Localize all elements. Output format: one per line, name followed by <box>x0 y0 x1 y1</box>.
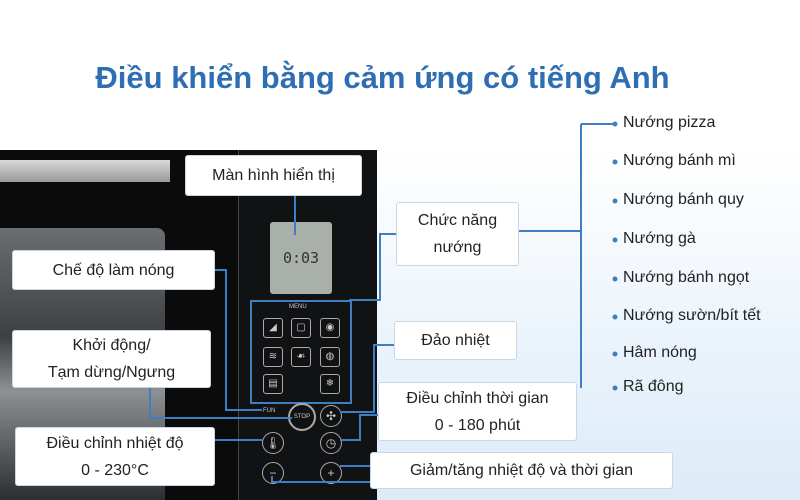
oven-handle <box>0 160 170 182</box>
function-item: Nướng pizza <box>623 114 716 131</box>
function-item: Nướng bánh ngọt <box>623 269 750 286</box>
defrost-button-icon[interactable]: ❄ <box>320 374 340 394</box>
line-heating-mode <box>215 269 262 411</box>
chicken-button-icon[interactable]: ☙ <box>291 347 311 367</box>
label-time-line2: 0 - 180 phút <box>434 416 521 434</box>
line-time <box>340 414 378 441</box>
function-item: Nướng sườn/bít tết <box>623 307 761 324</box>
label-start-line1: Khởi động/ <box>72 337 151 354</box>
steak-button-icon[interactable]: ◍ <box>320 347 340 367</box>
label-temp-line1: Điều chỉnh nhiệt độ <box>46 434 184 452</box>
pizza-button-icon[interactable]: ◢ <box>263 318 283 338</box>
label-heating-mode: Chế độ làm nóng <box>12 250 215 290</box>
cake-button-icon[interactable]: ≋ <box>263 347 283 367</box>
line-minus <box>271 476 370 483</box>
bread-button-icon[interactable]: ▢ <box>291 318 311 338</box>
label-function-line1: Chức năng <box>417 212 498 229</box>
function-item: Hâm nóng <box>623 344 697 361</box>
label-time: Điều chỉnh thời gian 0 - 180 phút <box>378 382 577 441</box>
plus-icon[interactable]: + <box>320 462 342 484</box>
fun-label: FUN <box>263 408 276 414</box>
label-display: Màn hình hiển thị <box>185 155 362 196</box>
label-temperature: Điều chỉnh nhiệt độ 0 - 230°C <box>15 427 215 486</box>
label-plus-minus-text: Giảm/tăng nhiệt độ và thời gian <box>409 462 634 479</box>
line-convection <box>340 344 394 413</box>
label-plus-minus: Giảm/tăng nhiệt độ và thời gian <box>370 452 673 489</box>
label-function: Chức năng nướng <box>396 202 519 266</box>
function-item: Nướng bánh mì <box>623 152 736 169</box>
label-display-text: Màn hình hiển thị <box>212 167 335 184</box>
minus-icon[interactable]: − <box>262 462 284 484</box>
lcd-display: 0:03 <box>270 222 332 294</box>
cookie-button-icon[interactable]: ◉ <box>320 318 340 338</box>
reheat-button-icon[interactable]: ▤ <box>263 374 283 394</box>
label-temp-line2: 0 - 230°C <box>81 461 149 479</box>
function-item: Nướng gà <box>623 230 696 247</box>
convection-fan-icon[interactable]: ✣ <box>320 405 342 427</box>
line-start <box>149 388 292 419</box>
function-item: Nướng bánh quy <box>623 191 744 208</box>
label-time-line1: Điều chỉnh thời gian <box>406 389 549 407</box>
control-panel <box>238 150 377 500</box>
label-convection-text: Đảo nhiệt <box>421 332 490 349</box>
thermometer-icon[interactable]: 🌡 <box>262 432 284 454</box>
line-function <box>349 233 396 301</box>
label-function-line2: nướng <box>433 239 482 256</box>
function-item: Rã đông <box>623 378 684 395</box>
label-start-stop: Khởi động/Tạm dừng/Ngưng <box>12 330 211 388</box>
page-title: Điều khiển bằng cảm ứng có tiếng Anh <box>95 60 670 95</box>
clock-icon[interactable]: ◷ <box>320 432 342 454</box>
label-convection: Đảo nhiệt <box>394 321 517 360</box>
label-start-line2: Tạm dừng/Ngưng <box>47 364 176 381</box>
label-heating-mode-text: Chế độ làm nóng <box>52 261 175 279</box>
menu-label: MENU <box>289 304 307 310</box>
